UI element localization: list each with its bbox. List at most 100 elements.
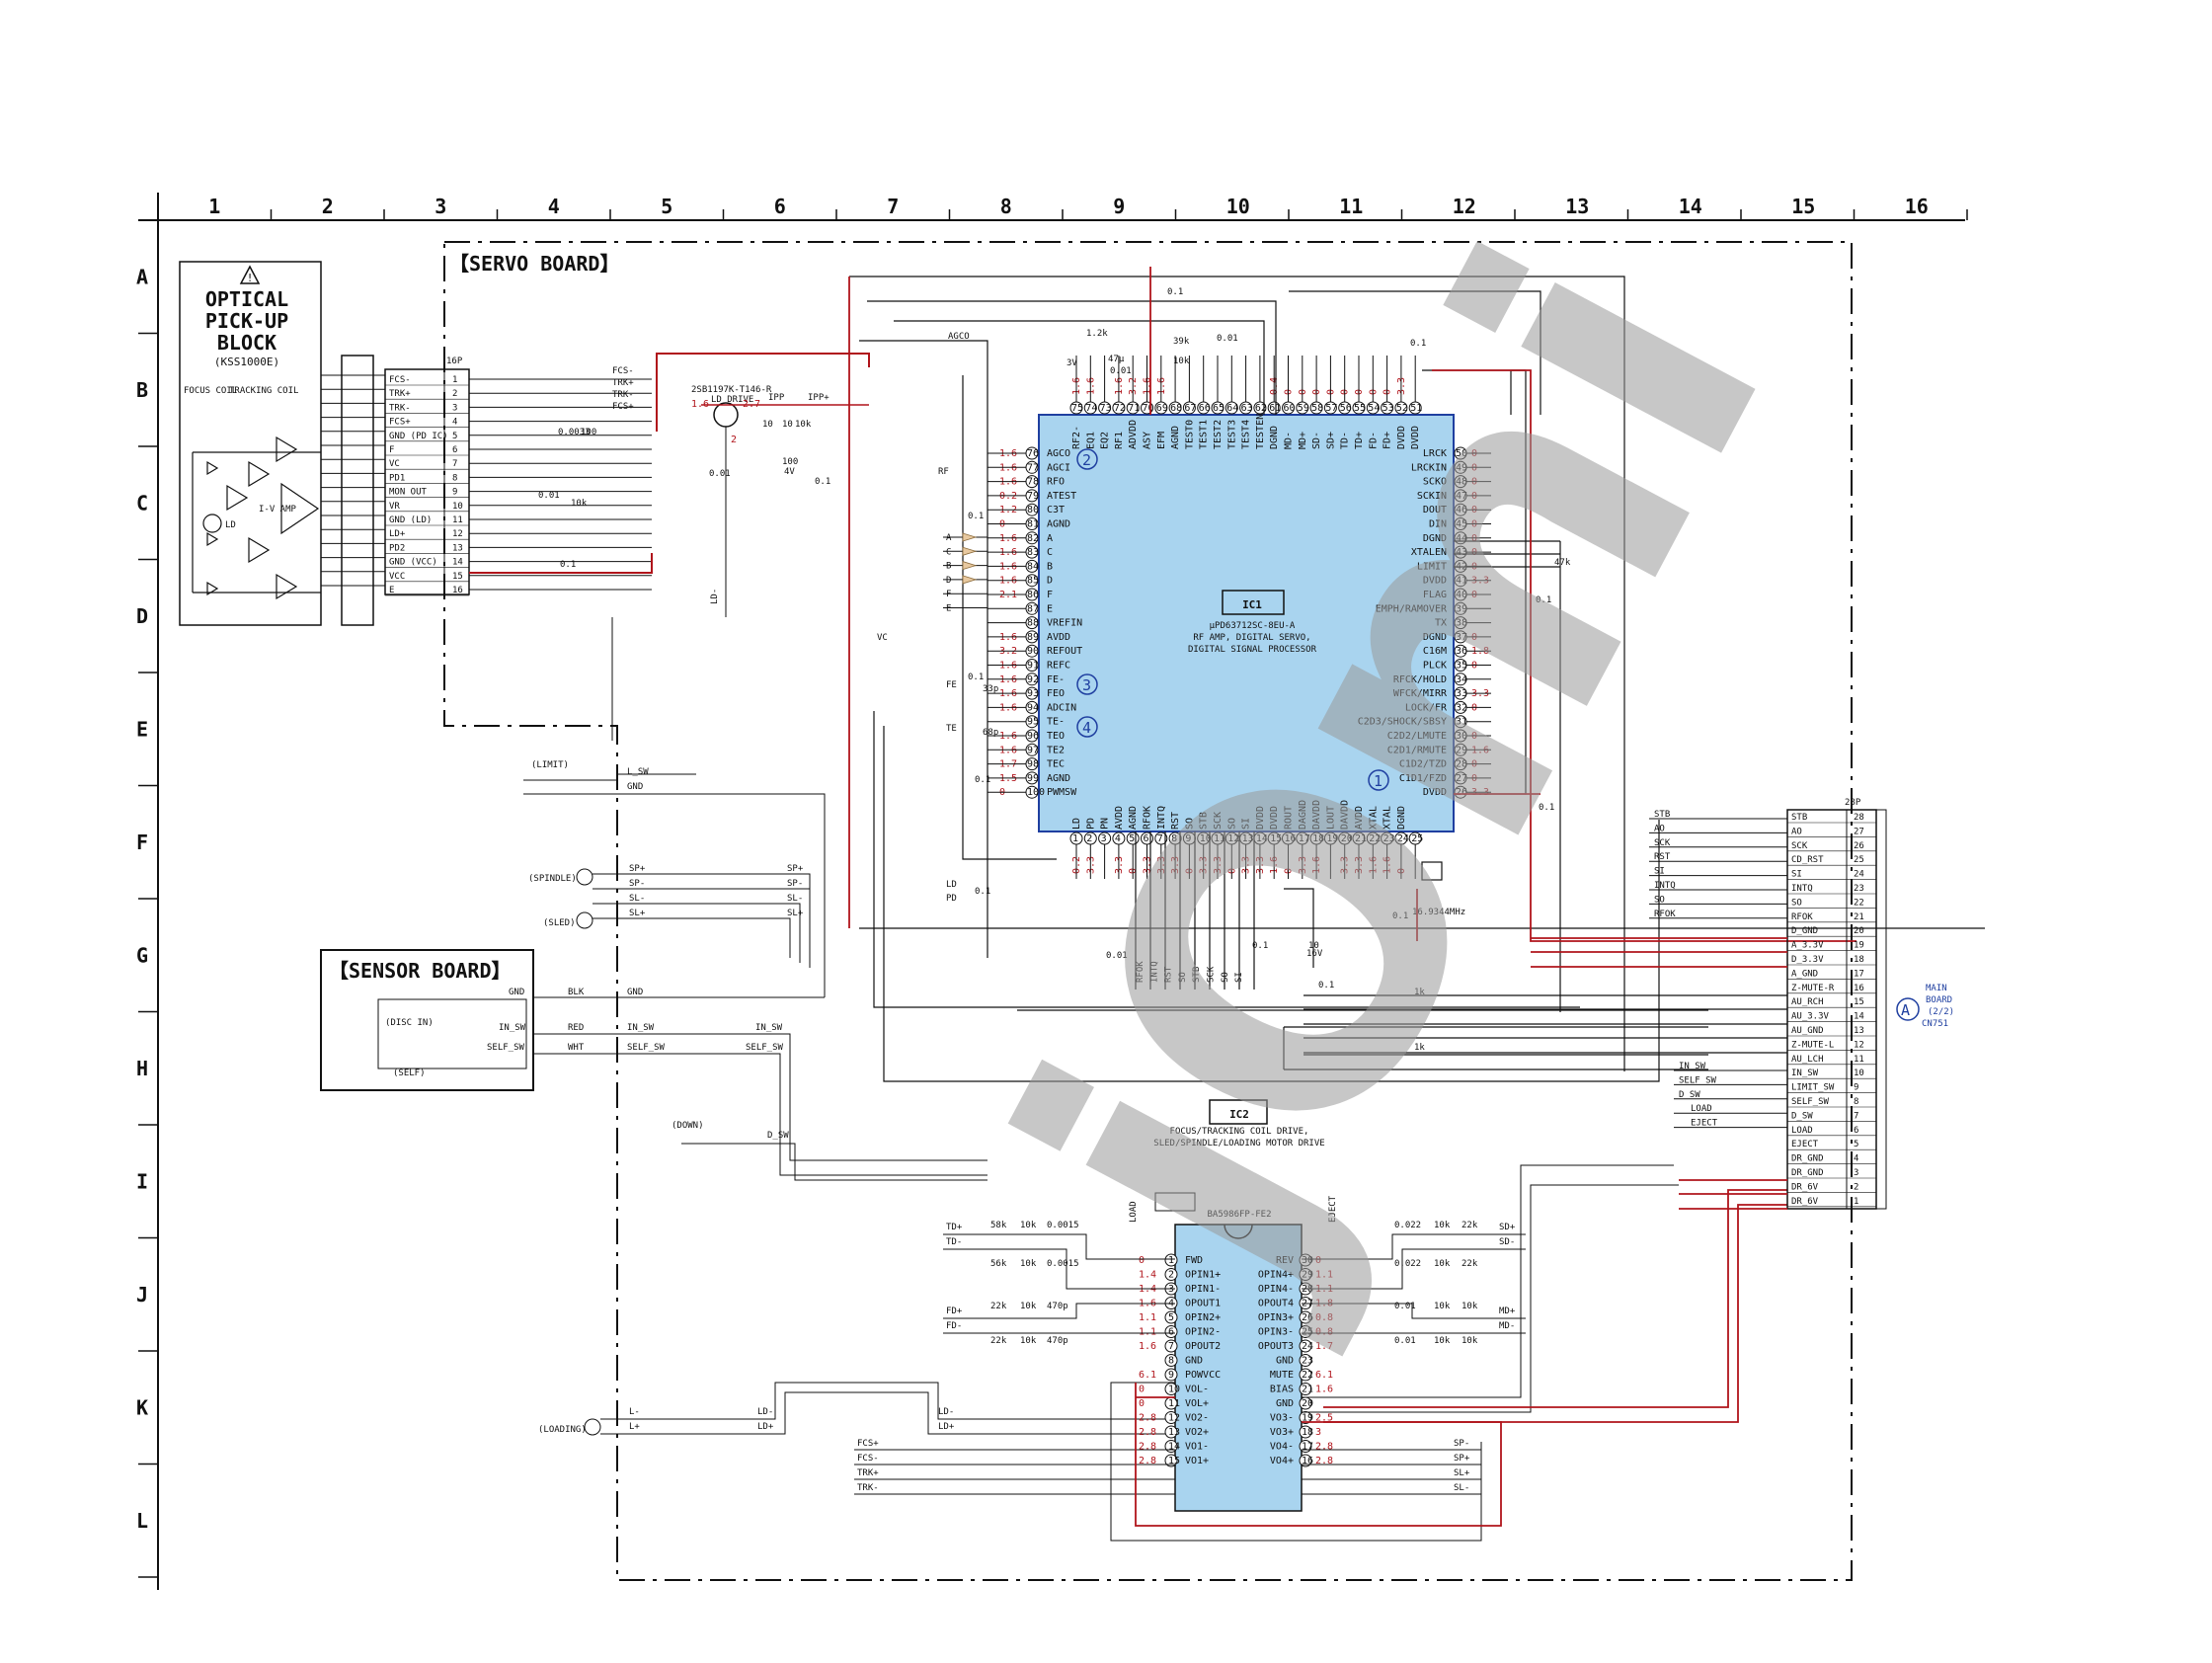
- connector-16p-pin-name: MON OUT: [389, 488, 428, 498]
- signal-arrow-icon: [962, 561, 978, 571]
- component-value: 10k: [1434, 1259, 1451, 1269]
- ic1-pin-name: XTAL: [1368, 806, 1379, 830]
- ic1-pin-number: 36: [1456, 646, 1467, 657]
- ic2-pin-name: VO2+: [1185, 1427, 1209, 1438]
- ic1-pin-name: TEST4: [1241, 420, 1252, 449]
- ic2-pin-voltage: 2.8: [1139, 1442, 1156, 1453]
- connector-28p-pin-number: 7: [1854, 1111, 1858, 1121]
- connector-28p-pin-name: DR_6V: [1791, 1182, 1819, 1192]
- ic2-pin-number: 7: [1168, 1341, 1174, 1352]
- svg-text:1.6: 1.6: [691, 399, 709, 410]
- ic2-pin: [1299, 1339, 1312, 1353]
- ic1-chip: IC1 μPD63712SC-8EU-A RF AMP, DIGITAL SER…: [988, 356, 1491, 917]
- signal-arrow-icon: [962, 575, 978, 585]
- ic1-pin-name: DGND: [1423, 533, 1447, 544]
- ic2-pin-voltage: 2.5: [1315, 1413, 1333, 1424]
- ic2-pin-name: OPIN4+: [1258, 1270, 1294, 1281]
- ic1-pin-number: 71: [1128, 403, 1140, 414]
- ic1-pin-name: AVDD: [1047, 632, 1070, 643]
- ic1-pin-name: TD+: [1354, 432, 1365, 449]
- connector-28p-pin-name: IN_SW: [1791, 1069, 1819, 1078]
- component-value: 3V: [1066, 358, 1077, 368]
- iv-amp-label: I-V AMP: [259, 505, 297, 515]
- ic1-pin-number: 3: [1101, 833, 1107, 844]
- connector-28p-wire-label: SCK: [1654, 838, 1671, 848]
- ic1-pin-name: C2D1/RMUTE: [1387, 745, 1447, 755]
- connector-28p-pin-name: SO: [1791, 898, 1802, 908]
- col-label: 6: [774, 195, 786, 218]
- connector-16p-pin-number: 10: [452, 502, 463, 512]
- ic2-chip: IC2 FOCUS/TRACKING COIL DRIVE, SLED/SPIN…: [1129, 1099, 1338, 1512]
- amp-triangle: [248, 536, 271, 564]
- ic1-pin-name: AVDD: [1114, 806, 1125, 830]
- ic2-pin: [1164, 1454, 1178, 1467]
- ic2-pin-voltage: 1.7: [1315, 1341, 1333, 1352]
- signal-arrow-icon: [962, 532, 978, 542]
- svg-text:LOAD: LOAD: [1129, 1201, 1139, 1223]
- ic2-pin-voltage: 2.8: [1139, 1427, 1156, 1438]
- ic2-pin: [1164, 1310, 1178, 1324]
- connector-28p-pin-name: DR_GND: [1791, 1154, 1824, 1164]
- component-value: 0.01: [1106, 951, 1128, 961]
- ic2-pin-number: 10: [1168, 1385, 1180, 1395]
- ic2-pin-name: MUTE: [1270, 1370, 1294, 1381]
- component-value: 33p: [983, 684, 998, 694]
- ic1-pin-number: 94: [1027, 702, 1039, 713]
- svg-text:AGCO: AGCO: [948, 332, 970, 342]
- ic1-pin-number: 100: [1027, 787, 1045, 798]
- connector-16p-pin-number: 3: [452, 403, 457, 413]
- col-label: 14: [1679, 195, 1702, 218]
- ipp-plus-label: IPP+: [808, 393, 830, 403]
- connector-16p-pin-number: 4: [452, 418, 457, 428]
- component-value: 10k: [1020, 1302, 1037, 1311]
- ic1-pin-number: 7: [1157, 833, 1163, 844]
- ic1-pin-number: 62: [1255, 403, 1267, 414]
- component-value: 100: [581, 428, 596, 437]
- component-value: 0.1: [1539, 803, 1554, 813]
- ic2-pin: [1299, 1368, 1312, 1382]
- ic1-pin-number: 96: [1027, 731, 1039, 742]
- svg-text:LD-: LD-: [710, 589, 720, 604]
- connector-16p-pin-name: LD+: [389, 529, 406, 539]
- ic1-pin-name: AVDD: [1354, 806, 1365, 830]
- ic1-pin-name: DVDD: [1423, 787, 1447, 798]
- ic2-pin-number: 24: [1302, 1341, 1313, 1352]
- ic1-pin-number: 6: [1144, 833, 1149, 844]
- col-label: 13: [1565, 195, 1589, 218]
- connector-28p-pin-number: 18: [1854, 955, 1864, 965]
- ic1-pin-name: AGCO: [1047, 448, 1070, 459]
- ic1-pin-name: C2D3/SHOCK/SBSY: [1358, 717, 1447, 728]
- signal-arrow-icon: [962, 546, 978, 556]
- ic1-pin-number: 67: [1184, 403, 1196, 414]
- svg-text:SD-: SD-: [1499, 1237, 1515, 1247]
- optical-pickup-block: ! OPTICAL PICK-UP BLOCK (KSS1000E) FOCUS…: [179, 261, 385, 626]
- ic1-pin-number: 74: [1085, 403, 1097, 414]
- sled-motor-icon: [576, 911, 593, 929]
- ic1-pin-name: DGND: [1423, 632, 1447, 643]
- ic1-pin-name: EQ2: [1100, 432, 1111, 449]
- col-label: 16: [1905, 195, 1929, 218]
- ic1-pin-name: DVDD: [1410, 426, 1421, 449]
- component-value: 10k: [1434, 1221, 1451, 1230]
- ic2-pin-name: OPOUT4: [1258, 1299, 1294, 1309]
- amp-triangle: [248, 460, 271, 488]
- connector-28p-pin-number: 9: [1854, 1083, 1858, 1093]
- ic1-pin-number: 47: [1456, 491, 1467, 502]
- ld-transistor-part: 2SB1197K-T146-R: [691, 385, 772, 395]
- col-label: 7: [887, 195, 899, 218]
- connector-16p-pin-number: 7: [452, 459, 457, 469]
- svg-text:FCS+: FCS+: [857, 1439, 879, 1449]
- ic1-input-label: A: [946, 533, 952, 543]
- ic2-desc-1: FOCUS/TRACKING COIL DRIVE,: [1170, 1127, 1309, 1137]
- ic1-pin-name: RST: [1170, 812, 1181, 830]
- ic1-pin-name: STB: [1199, 812, 1210, 830]
- ic1-pin-name: ADCIN: [1047, 702, 1076, 713]
- ic2-pin: [1164, 1368, 1178, 1382]
- sensor-board-title: 【SENSOR BOARD】: [329, 959, 512, 983]
- ic2-pin-number: 8: [1168, 1356, 1174, 1367]
- ic1-pin-name: LOCK/FR: [1405, 702, 1448, 713]
- connector-28p-pin-number: 25: [1854, 855, 1864, 865]
- ic2-pin-name: OPIN3-: [1258, 1327, 1294, 1338]
- ic2-pin-number: 2: [1168, 1270, 1174, 1281]
